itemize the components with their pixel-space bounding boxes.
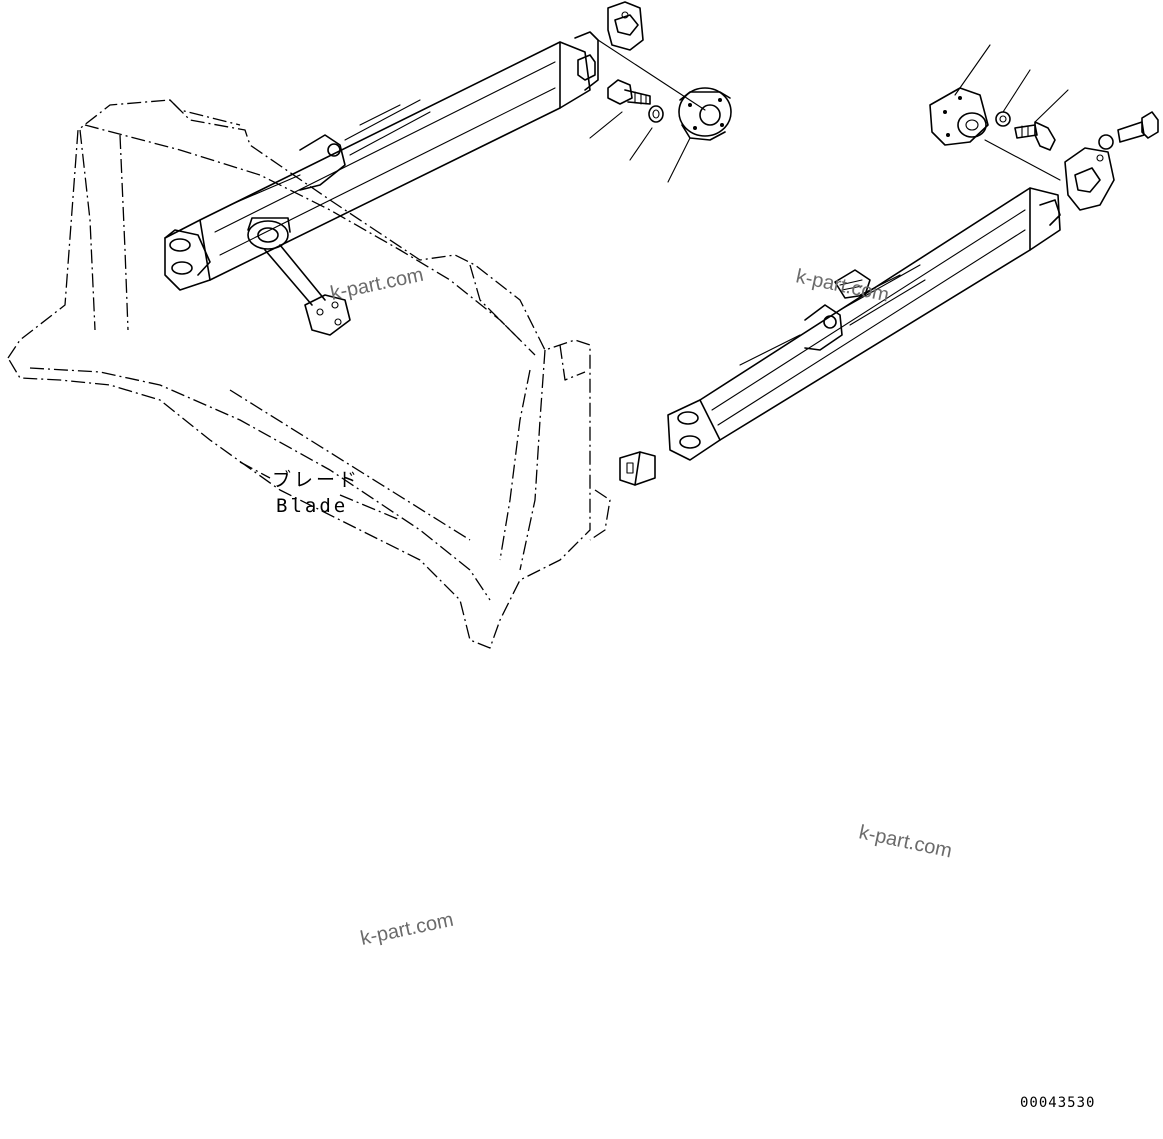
right-bolt	[1014, 121, 1056, 151]
blade-label-jp: ブレード	[272, 468, 360, 491]
watermark-2: k-part.com	[794, 265, 891, 306]
left-trunnion-shaft	[247, 217, 351, 336]
leader-right-washer	[1002, 69, 1031, 113]
right-washer	[995, 111, 1011, 127]
blade-outline	[7, 99, 611, 649]
axis-left	[597, 39, 706, 111]
spacer-block	[619, 451, 656, 486]
blade-label-en: Blade	[276, 495, 348, 517]
right-cap	[1064, 147, 1115, 211]
leader-right-flange	[954, 44, 991, 96]
blade-leader	[239, 461, 401, 521]
right-push-arm	[667, 187, 1061, 461]
right-bolt-outer	[1117, 111, 1159, 143]
right-washer-hole	[999, 115, 1007, 123]
left-push-arm	[164, 31, 599, 291]
right-flange	[929, 87, 989, 146]
drawing-code: 00043530	[1020, 1095, 1095, 1111]
left-cap	[607, 1, 644, 51]
leader-right-bolt	[1034, 89, 1069, 123]
leader-left-flange	[667, 137, 691, 183]
right-washer-outer	[1098, 134, 1114, 150]
leader-left-washer	[629, 127, 653, 161]
watermark-3: k-part.com	[857, 821, 954, 862]
watermark-4: k-part.com	[358, 909, 455, 950]
leader-left-bolt	[589, 111, 623, 139]
left-bolt	[607, 79, 651, 105]
left-washer-hole	[652, 109, 660, 119]
watermark-1: k-part.com	[328, 264, 425, 305]
left-washer	[648, 105, 664, 123]
left-flange	[678, 87, 732, 141]
axis-right	[984, 139, 1061, 181]
